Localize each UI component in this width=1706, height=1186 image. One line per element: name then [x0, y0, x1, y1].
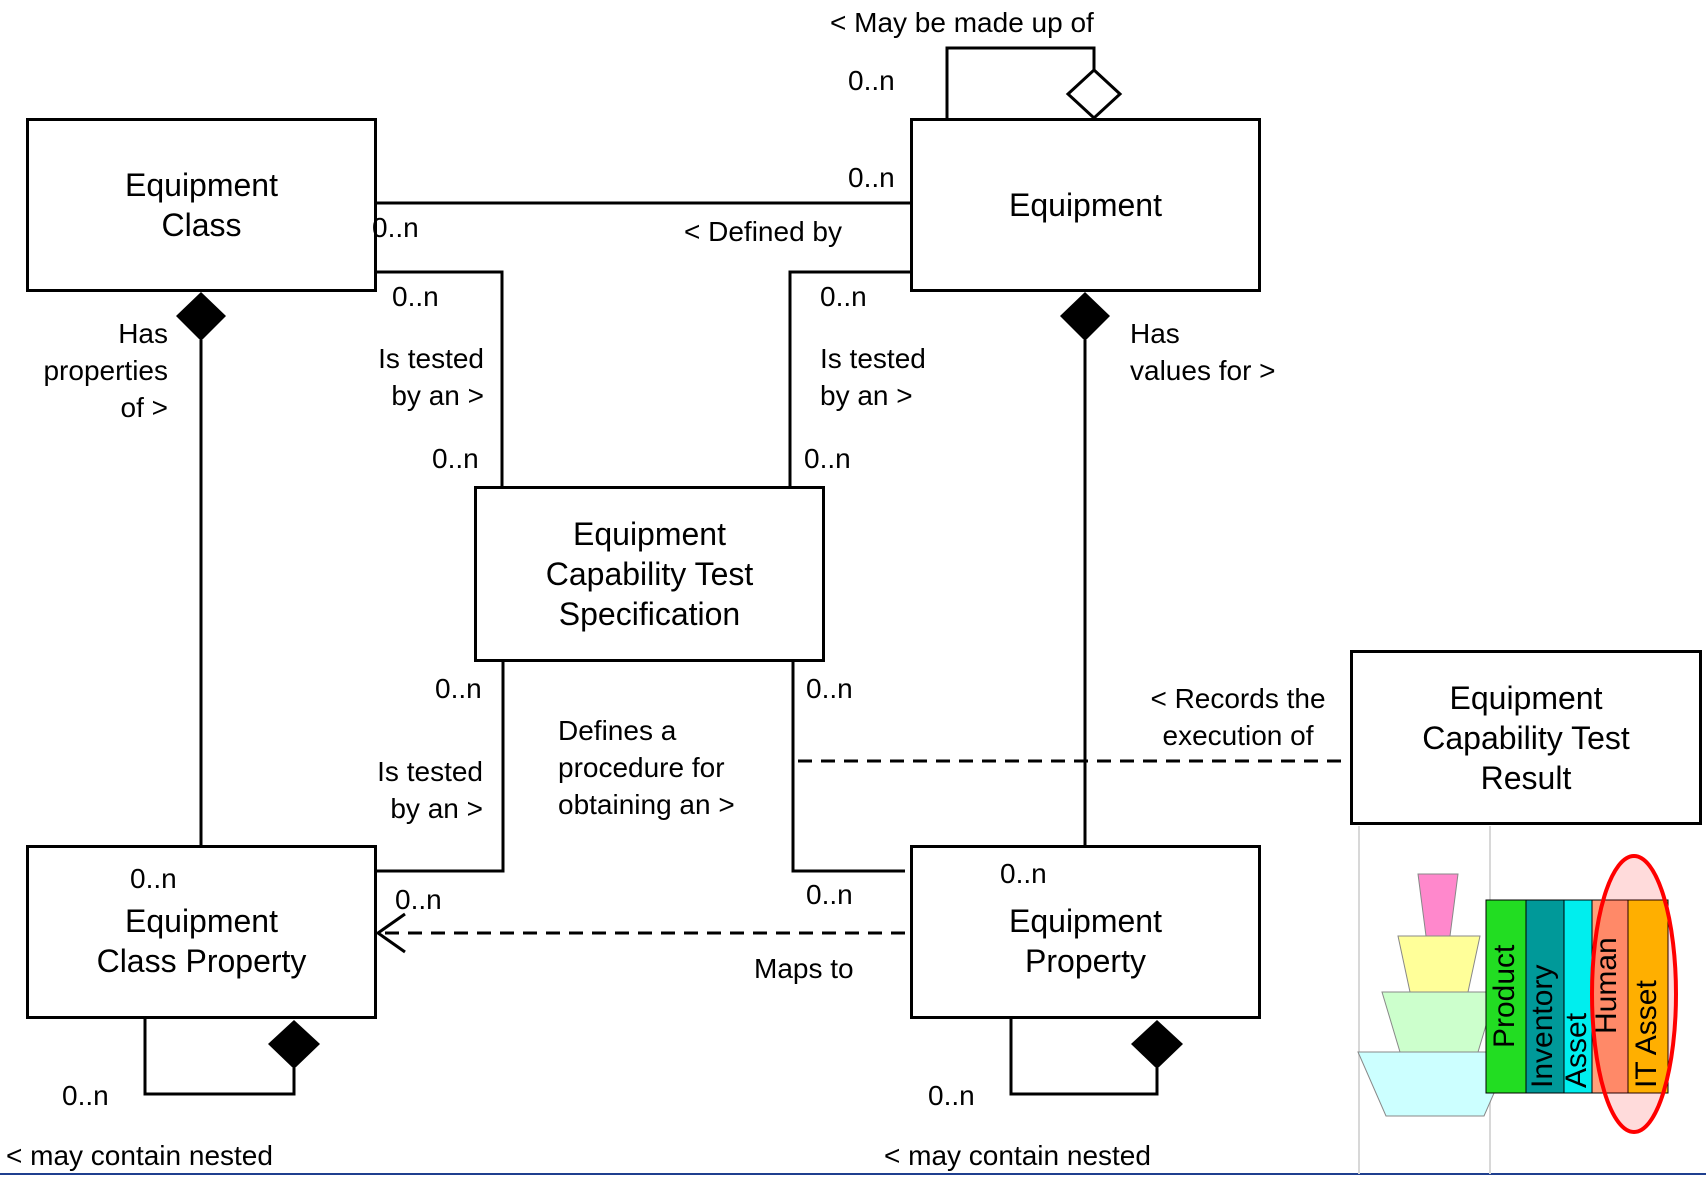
class-spec-line	[376, 270, 504, 487]
class-composition-diamond	[176, 292, 226, 341]
self-aggregation-line	[945, 46, 1096, 118]
mult-eqprop-left: 0..n	[806, 879, 853, 910]
mult-spec-bottom-right: 0..n	[806, 673, 853, 704]
aggregation-diamond	[1065, 67, 1123, 121]
equipment-property-title: Equipment Property	[1009, 903, 1162, 979]
mult-classprop-right: 0..n	[395, 884, 442, 915]
mult-spec-top-right: 0..n	[804, 443, 851, 474]
funnel-top-shape	[1417, 873, 1459, 937]
legend-product-label: Product	[1488, 944, 1521, 1048]
maps-to-arrowhead	[375, 912, 406, 954]
mult-eqprop-top: 0..n	[1000, 858, 1047, 889]
equipment-composition-diamond	[1060, 292, 1110, 341]
mult-equipment-left: 0..n	[848, 162, 895, 193]
classprop-composition-diamond	[268, 1020, 320, 1069]
maps-to-label: Maps to	[754, 953, 854, 984]
defines-procedure-label: Defines a procedure for obtaining an >	[558, 715, 735, 820]
class-property-box[interactable]: Equipment Class Property	[26, 845, 377, 1019]
equipment-box[interactable]: Equipment	[910, 118, 1261, 292]
eqprop-composition-diamond	[1131, 1020, 1183, 1069]
may-contain-nested-left: < may contain nested	[6, 1140, 273, 1171]
mult-class-bottom-right: 0..n	[392, 281, 439, 312]
records-execution-label: < Records the execution of	[1150, 683, 1326, 751]
spec-eqprop-line	[791, 662, 905, 873]
may-contain-nested-right: < may contain nested	[884, 1140, 1151, 1171]
funnel-base-shape	[1357, 1051, 1513, 1117]
classprop-nested-line	[143, 1019, 296, 1096]
mult-equipment-bottom-left: 0..n	[820, 281, 867, 312]
equipment-spec-line	[788, 270, 910, 487]
funnel-third-shape	[1381, 991, 1497, 1053]
test-spec-box[interactable]: Equipment Capability Test Specification	[474, 486, 825, 662]
has-properties-of-label: Has properties of >	[43, 318, 168, 423]
spec-classprop-line	[376, 662, 505, 873]
mult-spec-bottom-left: 0..n	[435, 673, 482, 704]
mult-self-equipment: 0..n	[848, 65, 895, 96]
funnel-second-shape	[1397, 935, 1481, 993]
equipment-class-box[interactable]: Equipment Class	[26, 118, 377, 292]
it-asset-column	[1627, 899, 1669, 1094]
legend-asset-label: Asset	[1560, 1012, 1593, 1088]
equipment-property-box[interactable]: Equipment Property	[910, 845, 1261, 1019]
mult-spec-top-left: 0..n	[432, 443, 479, 474]
legend-inventory-label: Inventory	[1526, 964, 1559, 1088]
model-legend: Product Inventory Asset Human IT Asset	[1356, 826, 1706, 1174]
legend-it-asset-label: IT Asset	[1630, 980, 1663, 1088]
it-asset-highlight	[1590, 854, 1678, 1134]
is-tested-by-right-label: Is tested by an >	[820, 343, 926, 411]
is-tested-by-bottom-label: Is tested by an >	[377, 756, 483, 824]
mult-class-right: 0..n	[372, 212, 419, 243]
legend-graphic	[1357, 826, 1678, 1174]
is-tested-by-left-label: Is tested by an >	[378, 343, 484, 411]
has-values-for-label: Has values for >	[1130, 318, 1276, 386]
class-property-title: Equipment Class Property	[96, 903, 307, 979]
mult-eqprop-nested: 0..n	[928, 1080, 975, 1111]
legend-human-label: Human	[1590, 937, 1623, 1034]
eqprop-nested-line	[1009, 1019, 1159, 1096]
mult-classprop-top: 0..n	[130, 863, 177, 894]
may-be-made-up-of-label: < May be made up of	[830, 7, 1094, 38]
mult-classprop-nested: 0..n	[62, 1080, 109, 1111]
test-result-box[interactable]: Equipment Capability Test Result	[1350, 650, 1702, 825]
defined-by-label: < Defined by	[684, 216, 842, 247]
asset-column	[1563, 899, 1593, 1094]
